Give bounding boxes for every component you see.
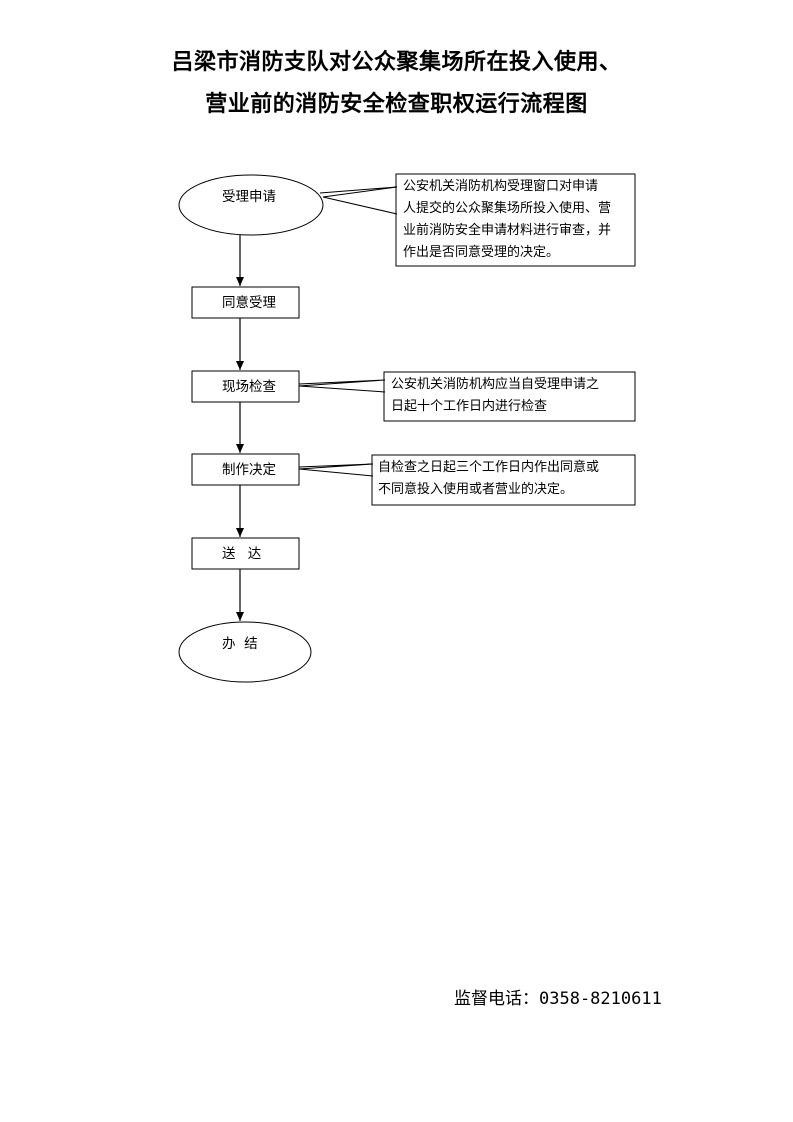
node-label-finish: 办 结: [222, 636, 258, 652]
supervision-label: 监督电话：: [454, 989, 539, 1009]
callout-decision: [298, 463, 374, 477]
node-label-site-check: 现场检查: [222, 379, 276, 395]
agree-accept-box: [191, 286, 300, 319]
note-box-accept: [395, 173, 636, 267]
note-text-decision: 自检查之日起三个工作日内作出同意或 不同意投入使用或者营业的决定。: [378, 460, 600, 497]
title-line-2: 营业前的消防安全检查职权运行流程图: [205, 91, 588, 117]
callout-site-check: [298, 379, 386, 393]
supervision-hotline: 监督电话：0358-8210611: [454, 984, 662, 1009]
node-label-deliver: 送 达: [222, 546, 266, 562]
callout-accept: [319, 186, 398, 215]
title-line-1: 吕梁市消防支队对公众聚集场所在投入使用、: [171, 49, 622, 75]
start-ellipse: [178, 174, 324, 236]
note-box-decision: [371, 454, 636, 506]
end-ellipse: [178, 621, 312, 683]
note-box-site-check: [383, 371, 636, 422]
note-text-accept: 公安机关消防机构受理窗口对申请 人提交的公众聚集场所投入使用、营 业前消防安全申…: [403, 179, 612, 260]
node-label-make-decision: 制作决定: [222, 462, 276, 478]
deliver-box: [191, 537, 300, 570]
node-label-accept-apply: 受理申请: [222, 189, 276, 205]
node-label-agree-accept: 同意受理: [222, 295, 276, 311]
note-text-site-check: 公安机关消防机构应当自受理申请之 日起十个工作日内进行检查: [391, 377, 600, 414]
supervision-phone: 0358-8210611: [539, 989, 662, 1009]
